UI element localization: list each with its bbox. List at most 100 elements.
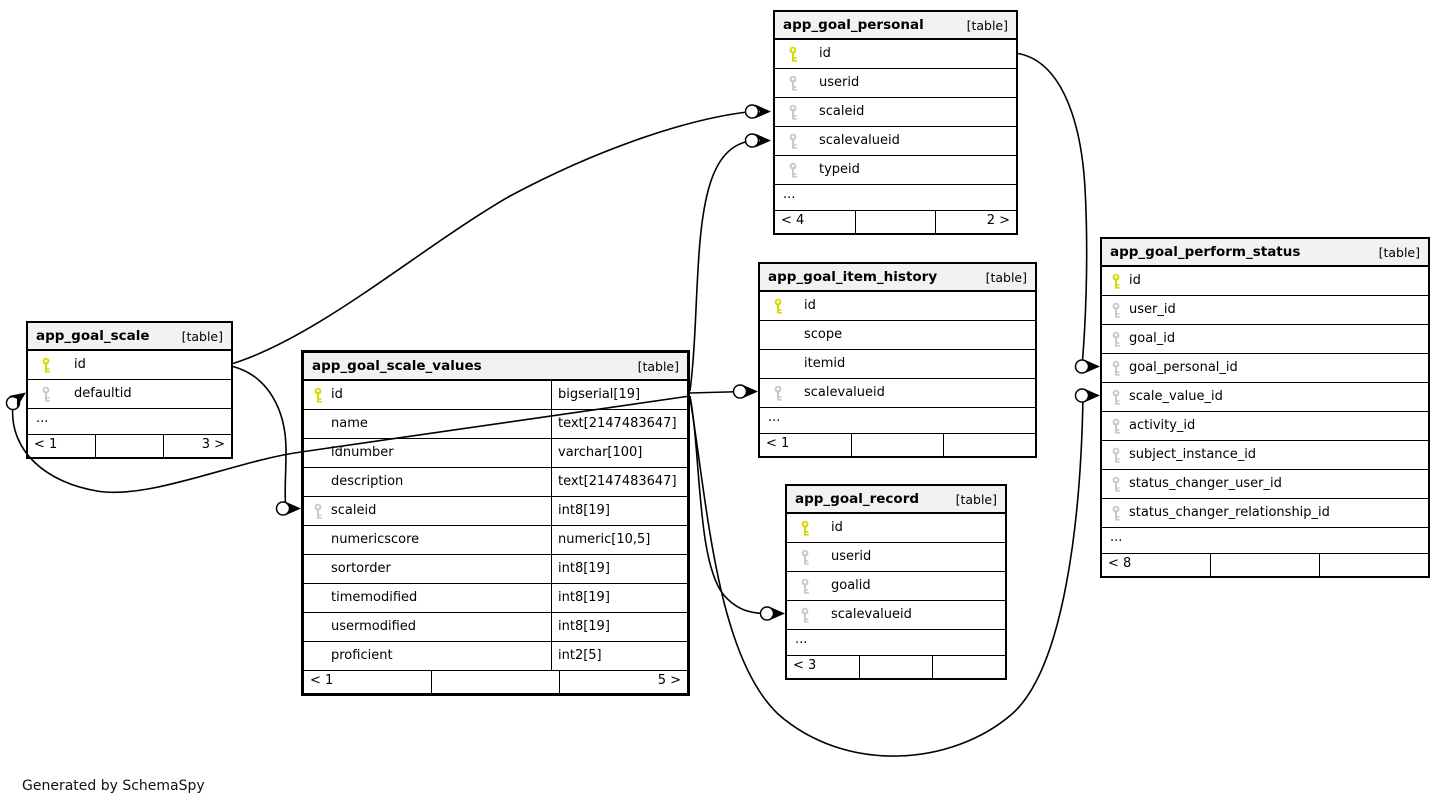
table-name[interactable]: app_goal_scale bbox=[36, 328, 150, 344]
foreign-key-icon bbox=[799, 578, 811, 599]
table-type-tag: [table] bbox=[1378, 244, 1420, 260]
more-columns-ellipsis: ... bbox=[787, 630, 1005, 656]
table-header-app_goal_scale_values[interactable]: app_goal_scale_values[table] bbox=[304, 353, 687, 381]
foreign-key-icon bbox=[1110, 360, 1122, 381]
generator-credit: Generated by SchemaSpy bbox=[22, 778, 205, 794]
table-name[interactable]: app_goal_scale_values bbox=[312, 358, 482, 374]
column-name: timemodified bbox=[331, 590, 418, 605]
column-name: status_changer_relationship_id bbox=[1129, 505, 1330, 520]
column-row-app_goal_perform_status-goal_personal_id: goal_personal_id bbox=[1102, 354, 1428, 383]
column-name: name bbox=[331, 416, 368, 431]
column-name: userid bbox=[831, 549, 872, 564]
column-row-app_goal_item_history-itemid: itemid bbox=[760, 350, 1035, 379]
column-row-app_goal_perform_status-goal_id: goal_id bbox=[1102, 325, 1428, 354]
footer-middle-cell bbox=[96, 435, 164, 457]
column-name: itemid bbox=[804, 356, 846, 371]
footer-middle-cell bbox=[1211, 554, 1320, 576]
fk-arrow-app_goal_scale_values-scaleid bbox=[285, 501, 301, 516]
table-footer-app_goal_perform_status: < 8 bbox=[1102, 554, 1428, 576]
column-row-app_goal_record-scalevalueid: scalevalueid bbox=[787, 601, 1005, 630]
fk-arrow-app_goal_perform_status-scale_value_id bbox=[1084, 388, 1100, 403]
column-name: scalevalueid bbox=[831, 607, 912, 622]
more-columns-ellipsis: ... bbox=[775, 185, 1016, 211]
fk-arrow-app_goal_perform_status-goal_personal_id bbox=[1084, 359, 1100, 374]
fk-arrow-app_goal_personal-scaleid bbox=[755, 104, 771, 119]
primary-key-icon bbox=[1110, 273, 1122, 294]
column-name: typeid bbox=[819, 162, 860, 177]
fk-connector-circle-app_goal_item_history-scalevalueid bbox=[732, 384, 748, 399]
table-footer-app_goal_record: < 3 bbox=[787, 656, 1005, 678]
foreign-key-icon bbox=[1110, 418, 1122, 439]
table-name[interactable]: app_goal_item_history bbox=[768, 269, 938, 285]
foreign-key-icon bbox=[799, 607, 811, 628]
fk-connector-circle-app_goal_scale_values-scaleid bbox=[275, 501, 291, 516]
foreign-key-icon bbox=[1110, 331, 1122, 352]
table-name[interactable]: app_goal_record bbox=[795, 491, 920, 507]
column-name: activity_id bbox=[1129, 418, 1196, 433]
table-type-tag: [table] bbox=[181, 328, 223, 344]
foreign-key-icon bbox=[1110, 302, 1122, 323]
more-columns-ellipsis: ... bbox=[28, 409, 231, 435]
foreign-key-icon bbox=[799, 549, 811, 570]
column-row-app_goal_record-goalid: goalid bbox=[787, 572, 1005, 601]
column-row-app_goal_scale-defaultid: defaultid bbox=[28, 380, 231, 409]
table-header-app_goal_item_history[interactable]: app_goal_item_history [table] bbox=[760, 264, 1035, 292]
column-row-app_goal_perform_status-id: id bbox=[1102, 267, 1428, 296]
column-row-app_goal_perform_status-status_changer_user_id: status_changer_user_id bbox=[1102, 470, 1428, 499]
child-count: 2 > bbox=[986, 213, 1011, 228]
column-type: int8[19] bbox=[551, 584, 687, 612]
edge-app_goal_scale_values-id-to-app_goal_item_history-scalevalueid bbox=[689, 390, 746, 394]
column-row-app_goal_perform_status-activity_id: activity_id bbox=[1102, 412, 1428, 441]
fk-connector-circle-app_goal_scale-defaultid bbox=[5, 395, 21, 411]
column-name: id bbox=[331, 387, 343, 402]
column-name: id bbox=[831, 520, 843, 535]
foreign-key-icon bbox=[1110, 389, 1122, 410]
table-header-app_goal_scale[interactable]: app_goal_scale [table] bbox=[28, 323, 231, 351]
fk-connector-circle-app_goal_record-scalevalueid bbox=[759, 606, 775, 621]
parent-count: < 3 bbox=[787, 656, 860, 678]
column-row-app_goal_item_history-scalevalueid: scalevalueid bbox=[760, 379, 1035, 408]
foreign-key-icon bbox=[787, 133, 799, 154]
column-name: usermodified bbox=[331, 619, 417, 634]
fk-connector-circle-app_goal_perform_status-goal_personal_id bbox=[1074, 359, 1090, 374]
column-name: description bbox=[331, 474, 404, 489]
table-header-app_goal_record[interactable]: app_goal_record[table] bbox=[787, 486, 1005, 514]
foreign-key-icon bbox=[1110, 447, 1122, 468]
column-name: id bbox=[74, 357, 86, 372]
table-type-tag: [table] bbox=[985, 269, 1027, 285]
table-header-app_goal_personal[interactable]: app_goal_personal [table] bbox=[775, 12, 1016, 40]
table-name[interactable]: app_goal_personal bbox=[783, 17, 924, 33]
foreign-key-icon bbox=[312, 503, 324, 524]
column-name: idnumber bbox=[331, 445, 394, 460]
table-type-tag: [table] bbox=[966, 17, 1008, 33]
column-name: numericscore bbox=[331, 532, 420, 547]
child-count bbox=[1320, 554, 1428, 576]
column-row-app_goal_scale_values-usermodified: usermodified int8[19] bbox=[304, 613, 687, 642]
column-row-app_goal_personal-id: id bbox=[775, 40, 1016, 69]
column-name: id bbox=[804, 298, 816, 313]
child-count bbox=[944, 434, 1035, 456]
column-row-app_goal_scale_values-timemodified: timemodified int8[19] bbox=[304, 584, 687, 613]
column-row-app_goal_personal-userid: userid bbox=[775, 69, 1016, 98]
column-type: int8[19] bbox=[551, 555, 687, 583]
fk-arrow-app_goal_item_history-scalevalueid bbox=[742, 384, 758, 399]
column-name: scaleid bbox=[819, 104, 865, 119]
column-name: scope bbox=[804, 327, 843, 342]
table-name[interactable]: app_goal_perform_status bbox=[1110, 244, 1301, 260]
column-row-app_goal_perform_status-scale_value_id: scale_value_id bbox=[1102, 383, 1428, 412]
column-type: int8[19] bbox=[551, 613, 687, 641]
foreign-key-icon bbox=[1110, 476, 1122, 497]
primary-key-icon bbox=[40, 357, 52, 378]
table-header-app_goal_perform_status[interactable]: app_goal_perform_status [table] bbox=[1102, 239, 1428, 267]
column-row-app_goal_perform_status-subject_instance_id: subject_instance_id bbox=[1102, 441, 1428, 470]
